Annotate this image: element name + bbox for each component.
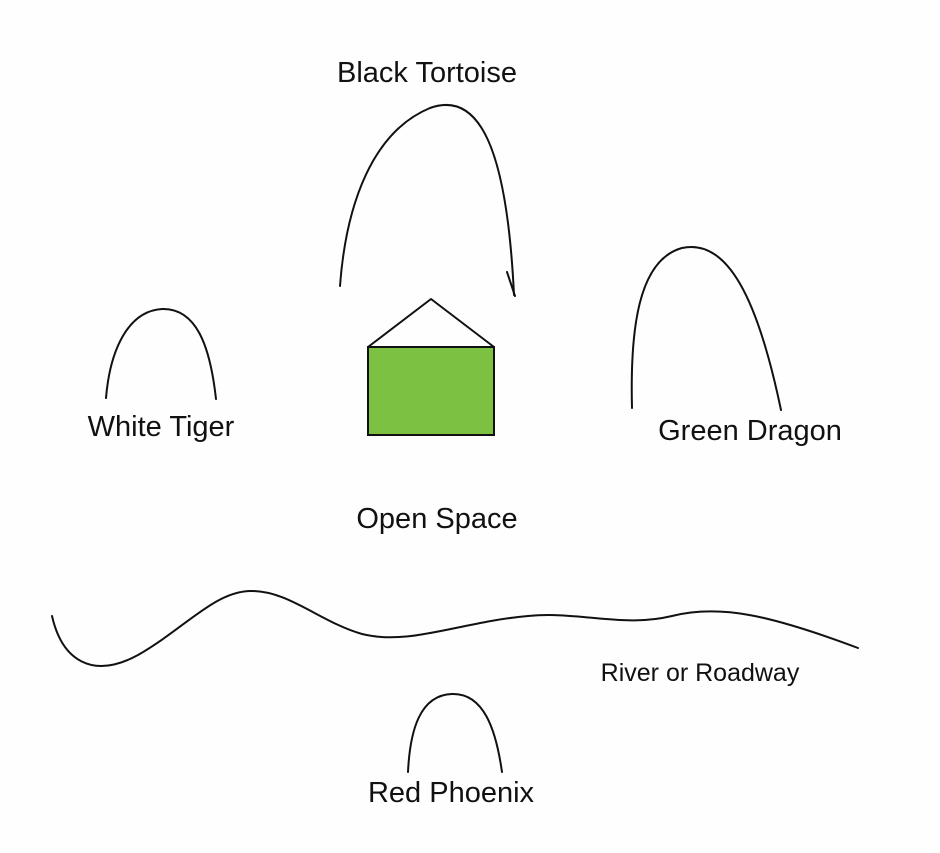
- red-phoenix-label: Red Phoenix: [368, 777, 535, 809]
- white-tiger: White Tiger: [88, 307, 235, 443]
- river-or-roadway-label: River or Roadway: [601, 659, 800, 687]
- green-dragon-label: Green Dragon: [658, 415, 842, 447]
- white-tiger-hill: [105, 307, 217, 400]
- house-roof: [367, 298, 495, 348]
- house-body: [367, 346, 495, 436]
- black-tortoise-hill-tip: [506, 271, 516, 297]
- house: [367, 298, 495, 436]
- open-space-label: Open Space: [356, 503, 517, 535]
- red-phoenix: Red Phoenix: [368, 692, 535, 809]
- red-phoenix-hill: [407, 692, 503, 773]
- river-or-roadway: River or Roadway: [51, 589, 859, 687]
- black-tortoise-label: Black Tortoise: [337, 57, 517, 89]
- black-tortoise-hill: [339, 103, 515, 296]
- white-tiger-label: White Tiger: [88, 411, 235, 443]
- river-line: [51, 589, 859, 667]
- green-dragon-hill: [630, 245, 782, 411]
- black-tortoise: Black Tortoise: [337, 57, 517, 297]
- green-dragon: Green Dragon: [630, 245, 842, 447]
